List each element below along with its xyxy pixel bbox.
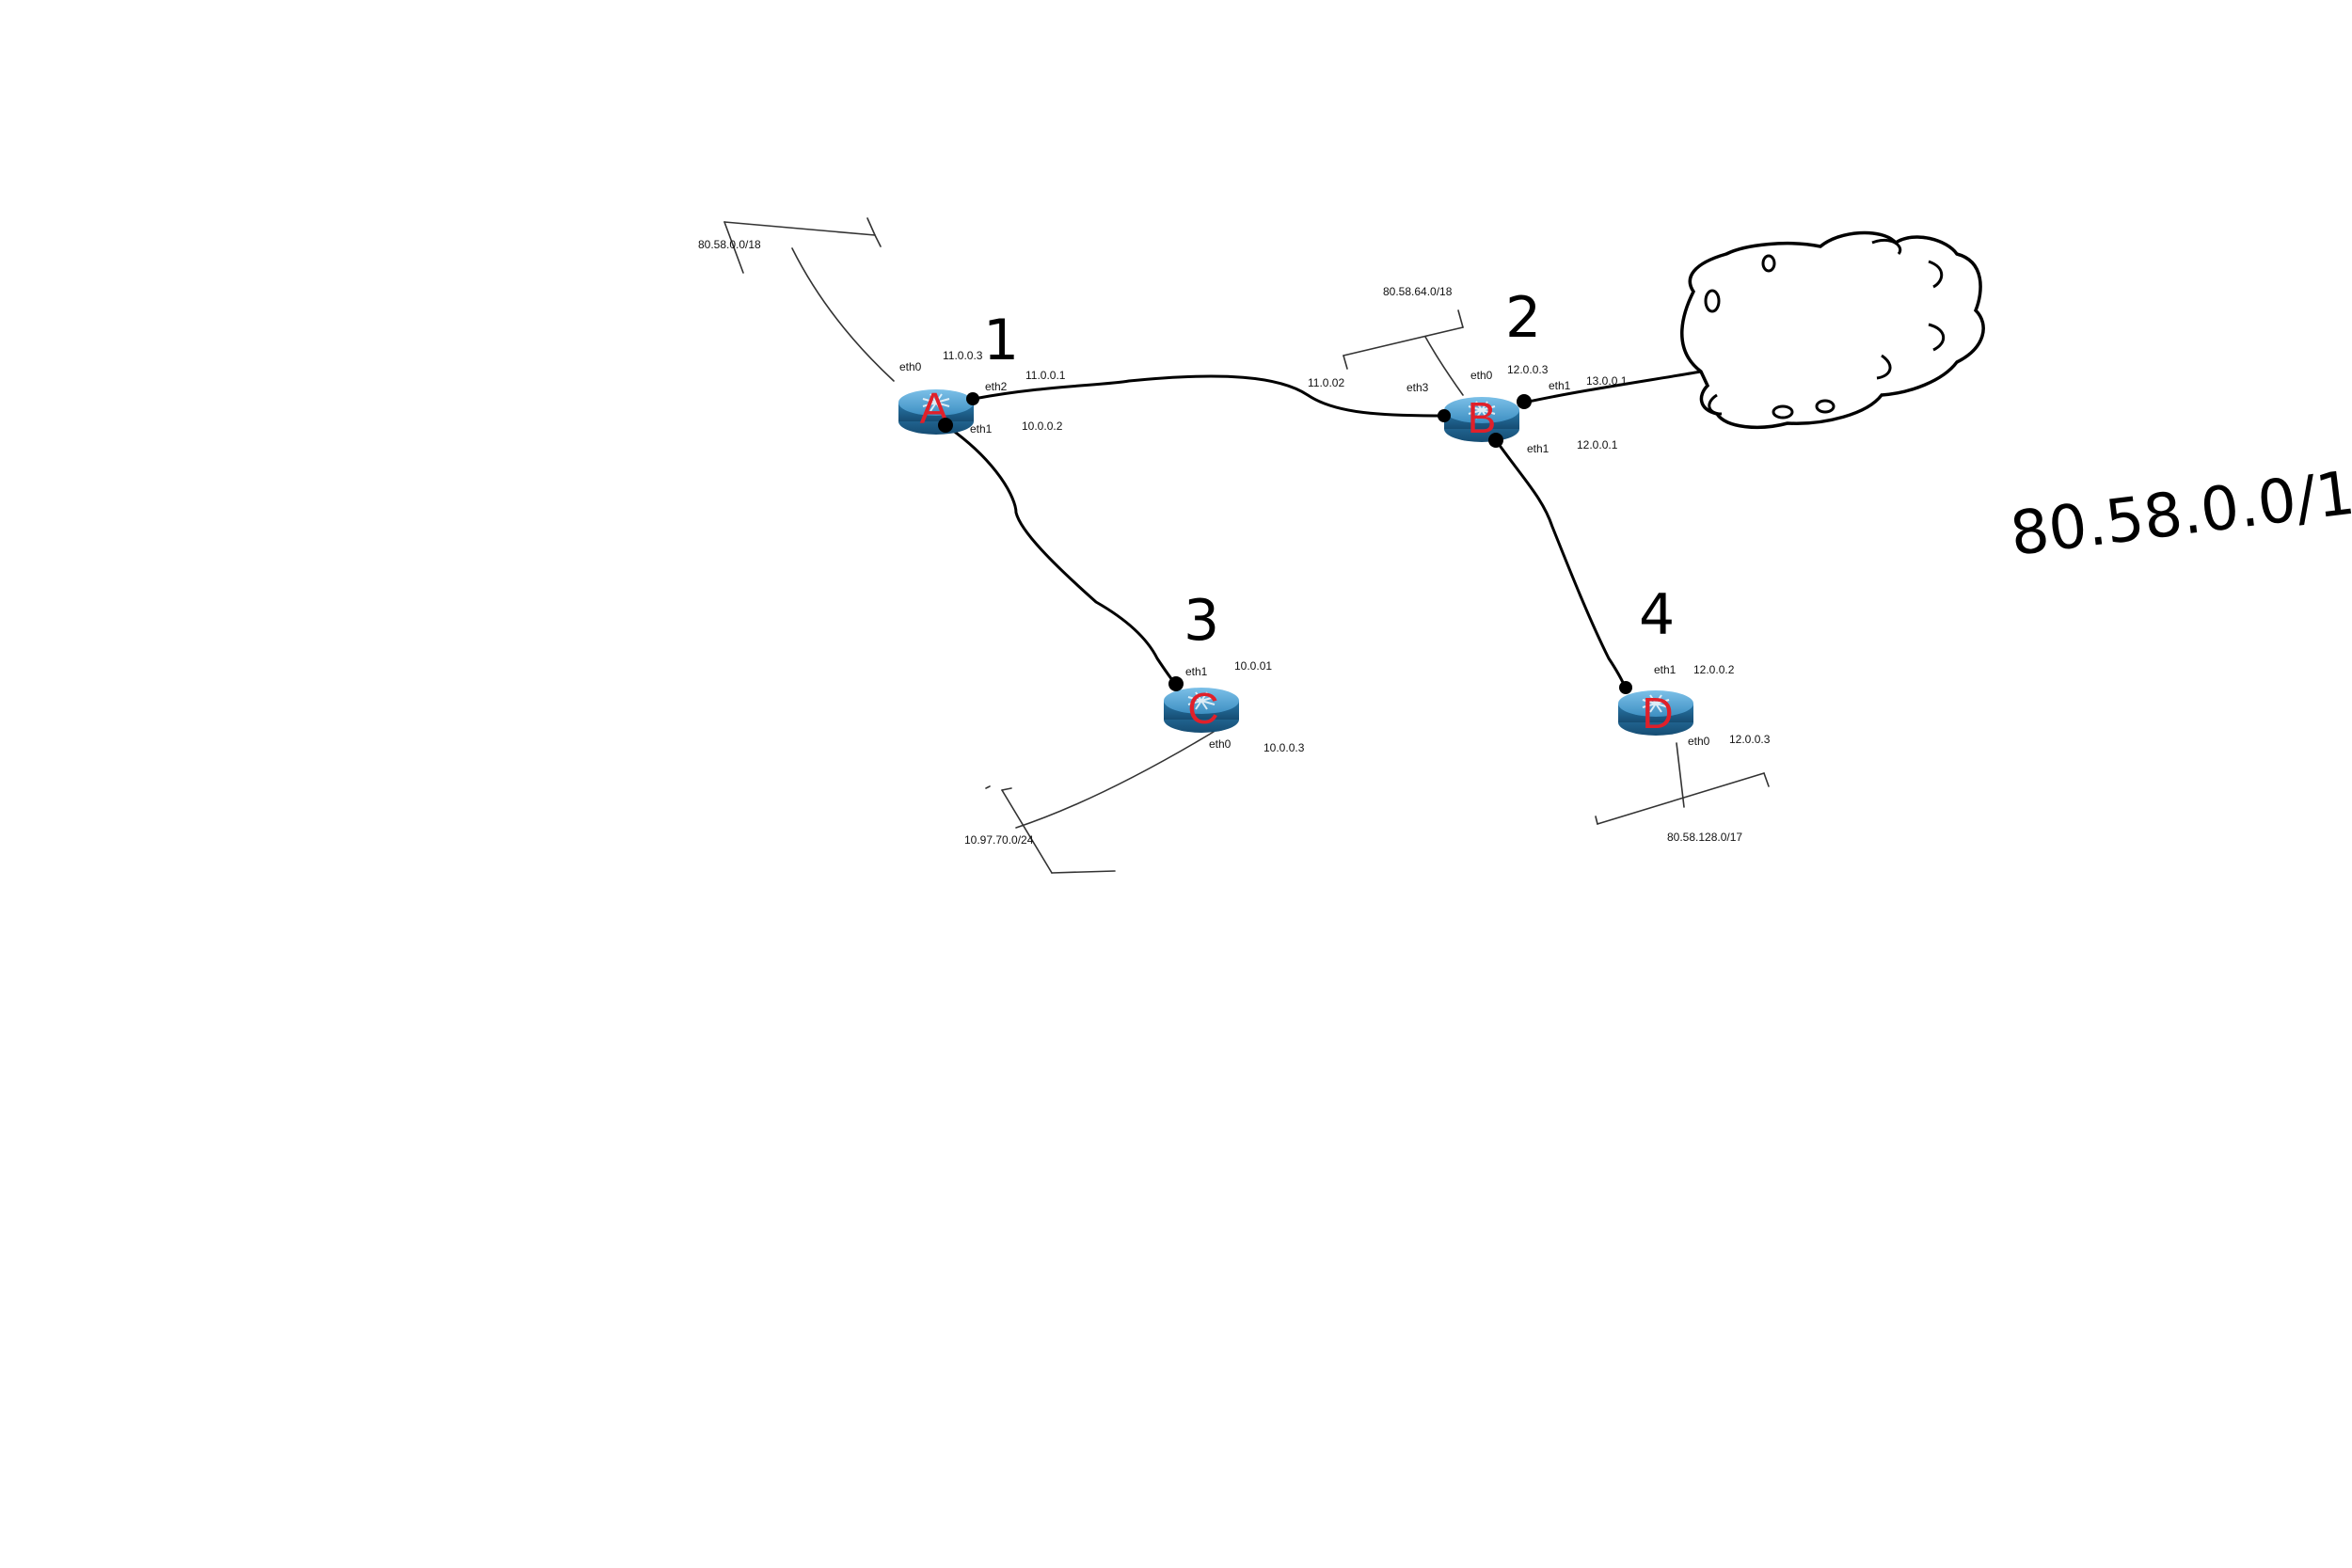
router-c-letter: C [1187, 684, 1218, 733]
router-b-number: 2 [1505, 285, 1541, 351]
label-net-a: 80.58.0.0/18 [698, 238, 761, 251]
segment-net-c [985, 731, 1215, 874]
port-d-eth1 [1619, 681, 1632, 694]
label-net-d: 80.58.128.0/17 [1667, 831, 1742, 844]
internet-cloud-icon [1680, 230, 1985, 430]
router-b-letter: B [1468, 393, 1497, 442]
router-b[interactable]: B [1444, 393, 1519, 442]
link-b-cloud [1522, 370, 1703, 404]
label-d-ip-eth0: 12.0.0.3 [1729, 733, 1771, 746]
router-c-number: 3 [1184, 588, 1219, 654]
port-b-eth1-up [1517, 394, 1532, 409]
router-c[interactable]: C [1164, 684, 1239, 733]
overall-network-label: 80.58.0.0/16 [2007, 454, 2352, 570]
port-b-eth1-down [1488, 433, 1503, 448]
segment-net-d [1595, 742, 1770, 825]
label-d-eth0: eth0 [1688, 735, 1710, 748]
label-c-ip-eth0: 10.0.0.3 [1263, 741, 1305, 754]
router-d-letter: D [1642, 689, 1673, 737]
label-b-ip-eth3: 11.0.02 [1308, 376, 1344, 389]
link-b-d [1494, 438, 1628, 690]
label-b-eth1-up: eth1 [1549, 379, 1571, 392]
label-a-ip-eth1: 10.0.0.2 [1022, 420, 1063, 433]
segment-net-b [1343, 309, 1464, 396]
label-a-ip-eth2: 11.0.0.1 [1025, 369, 1066, 382]
label-net-c: 10.97.70.0/24 [964, 833, 1034, 847]
label-d-ip-eth1: 12.0.0.2 [1693, 663, 1735, 676]
label-a-ip-eth0: 11.0.0.3 [943, 349, 983, 362]
label-d-eth1: eth1 [1654, 663, 1677, 676]
port-c-eth1 [1168, 676, 1184, 691]
segment-net-a [723, 217, 895, 382]
label-b-ip-eth1-up: 13.0.0.1 [1586, 374, 1628, 388]
label-b-ip-eth0: 12.0.0.3 [1507, 363, 1549, 376]
label-b-eth1-down: eth1 [1527, 442, 1549, 455]
port-a-eth2 [966, 392, 979, 405]
label-c-eth1: eth1 [1185, 665, 1208, 678]
label-a-eth2: eth2 [985, 380, 1008, 393]
label-b-eth3: eth3 [1406, 381, 1429, 394]
router-a-number: 1 [983, 308, 1019, 373]
label-a-eth1: eth1 [970, 422, 993, 436]
label-a-eth0: eth0 [899, 360, 922, 373]
label-net-b: 80.58.64.0/18 [1383, 285, 1453, 298]
label-c-ip-eth1: 10.0.01 [1234, 659, 1272, 673]
label-b-eth0: eth0 [1470, 369, 1493, 382]
link-a-c [944, 423, 1178, 687]
port-b-eth3 [1438, 409, 1451, 422]
port-dots [938, 392, 1632, 694]
router-a[interactable]: A [898, 384, 974, 435]
router-d[interactable]: D [1618, 689, 1693, 737]
label-b-ip-eth1-down: 12.0.0.1 [1577, 438, 1618, 451]
router-d-number: 4 [1639, 582, 1675, 648]
link-a-b [972, 374, 1446, 418]
port-a-eth1 [938, 418, 953, 433]
label-c-eth0: eth0 [1209, 737, 1232, 751]
